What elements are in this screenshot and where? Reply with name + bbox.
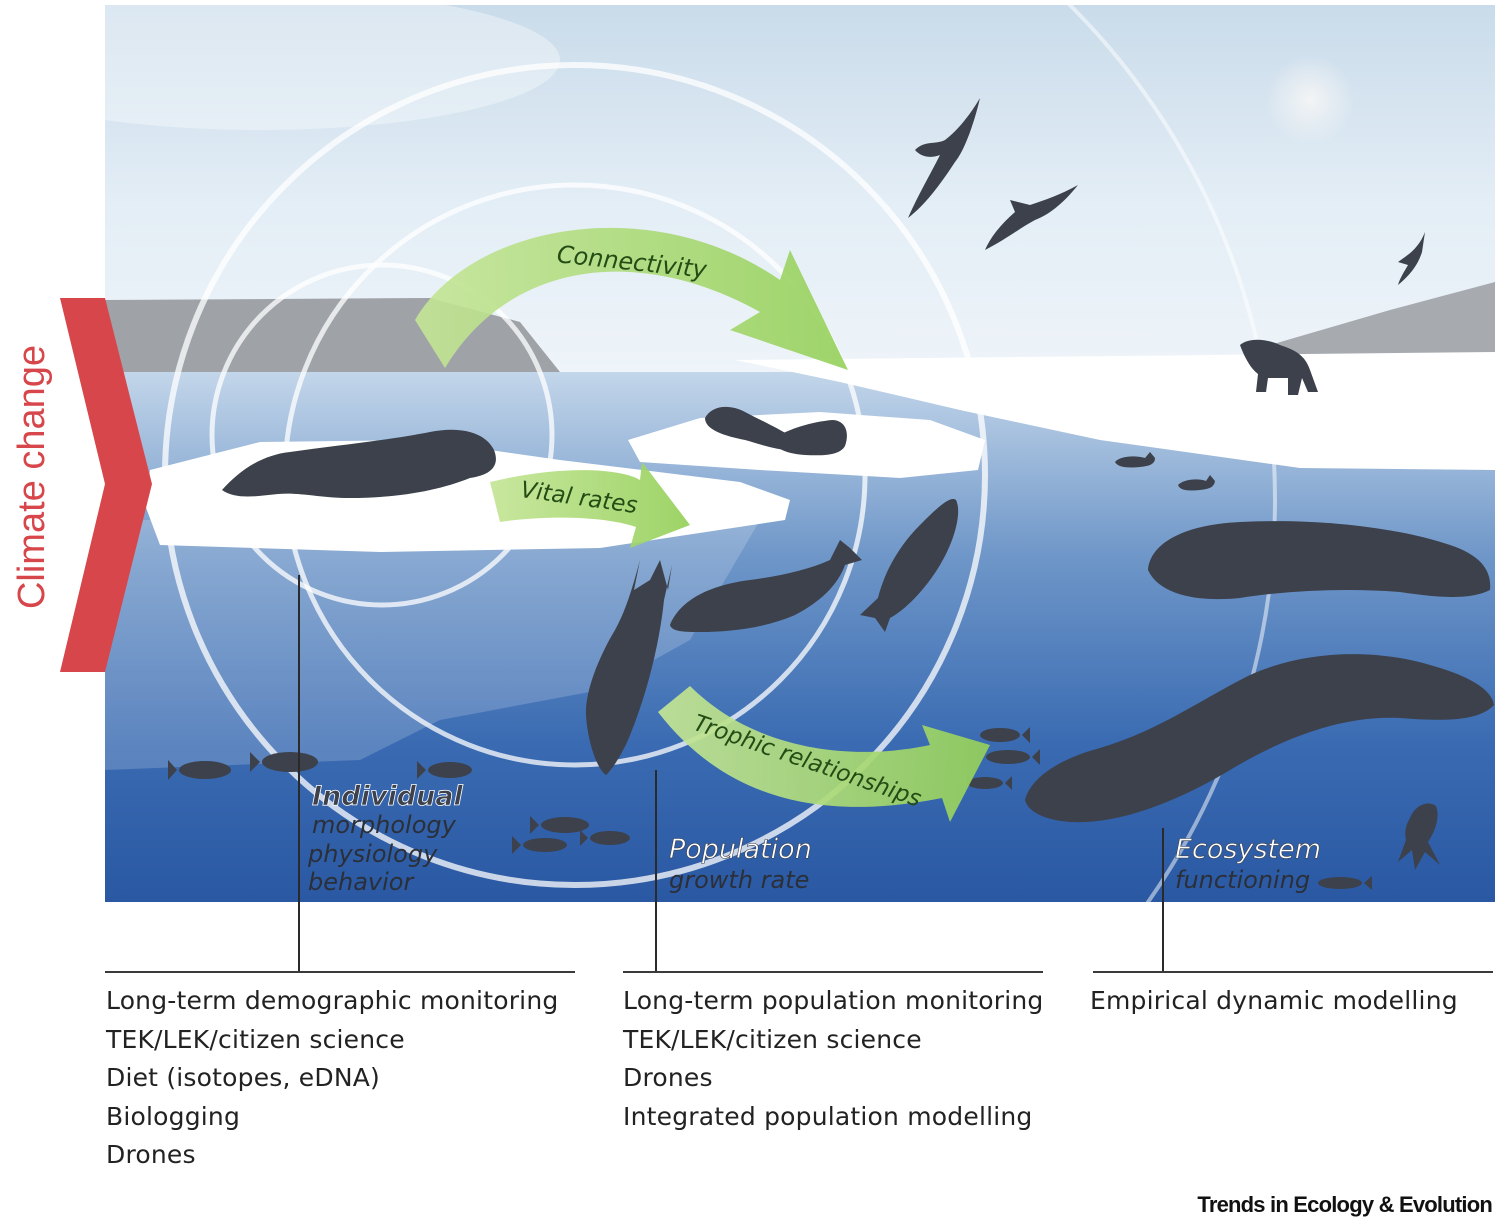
individual-methods-list: Long-term demographic monitoring TEK/LEK… [106, 982, 558, 1175]
method-item: Drones [623, 1063, 713, 1092]
method-item: Long-term demographic monitoring [106, 986, 559, 1015]
ecosystem-methods-list: Empirical dynamic modelling [1090, 982, 1458, 1021]
scale-rings [0, 0, 1275, 1200]
ecosystem-methods-rule [1093, 971, 1493, 973]
individual-methods-rule [105, 971, 575, 973]
bird-1 [908, 98, 980, 218]
seal-swimming-up [860, 499, 959, 632]
population-title: Population [669, 834, 812, 865]
population-line-1: growth rate [669, 866, 809, 894]
seal-small-2 [770, 420, 847, 456]
method-item: Integrated population modelling [623, 1101, 1033, 1131]
journal-credit: Trends in Ecology & Evolution [1197, 1192, 1492, 1217]
method-item: Diet (isotopes, eDNA) [106, 1063, 380, 1092]
method-item: Empirical dynamic modelling [1090, 986, 1458, 1015]
seal-swimming-right [670, 540, 862, 632]
seal-swimming-down [585, 560, 672, 775]
leader-lines [298, 575, 1164, 971]
bird-3 [1398, 232, 1425, 285]
individual-level-label: Individual morphology physiology behavio… [307, 781, 464, 896]
whale-lower [1025, 654, 1494, 823]
connectivity-arrow [415, 227, 848, 370]
method-item: Long-term population monitoring [623, 986, 1044, 1015]
population-methods-list: Long-term population monitoring TEK/LEK/… [623, 982, 1044, 1136]
individual-line-3: behavior [308, 868, 415, 896]
method-item: Drones [106, 1140, 196, 1169]
individual-title: Individual [312, 781, 463, 812]
population-methods-rule [623, 971, 1043, 973]
fish-school [168, 727, 1372, 890]
polar-bear [1240, 339, 1318, 395]
climate-change-label: Climate change [11, 345, 53, 609]
seabirds-on-water [1115, 452, 1215, 491]
individual-line-2: physiology [307, 840, 438, 868]
squid [1398, 803, 1440, 870]
flying-birds [908, 98, 1425, 285]
population-level-label: Population growth rate [669, 834, 812, 894]
whale-upper [1148, 521, 1491, 600]
method-item: Biologging [106, 1101, 241, 1131]
seal-silhouettes [222, 406, 959, 775]
climate-change-arrow [60, 298, 152, 672]
trophic-arrow [658, 686, 990, 822]
seal-on-ice [222, 429, 496, 498]
individual-line-1: morphology [312, 811, 457, 839]
ecosystem-line-1: functioning [1175, 866, 1310, 894]
ecosystem-title: Ecosystem [1175, 834, 1321, 865]
method-item: TEK/LEK/citizen science [623, 1024, 922, 1054]
ice-underwater [105, 520, 760, 770]
sun [1265, 55, 1355, 145]
bird-2 [985, 185, 1078, 250]
vital-rates-arrow [490, 462, 690, 548]
method-item: TEK/LEK/citizen science [106, 1024, 405, 1054]
whale-silhouettes [1025, 521, 1494, 870]
ecosystem-level-label: Ecosystem functioning [1175, 834, 1322, 894]
mountain-right [1260, 282, 1495, 372]
